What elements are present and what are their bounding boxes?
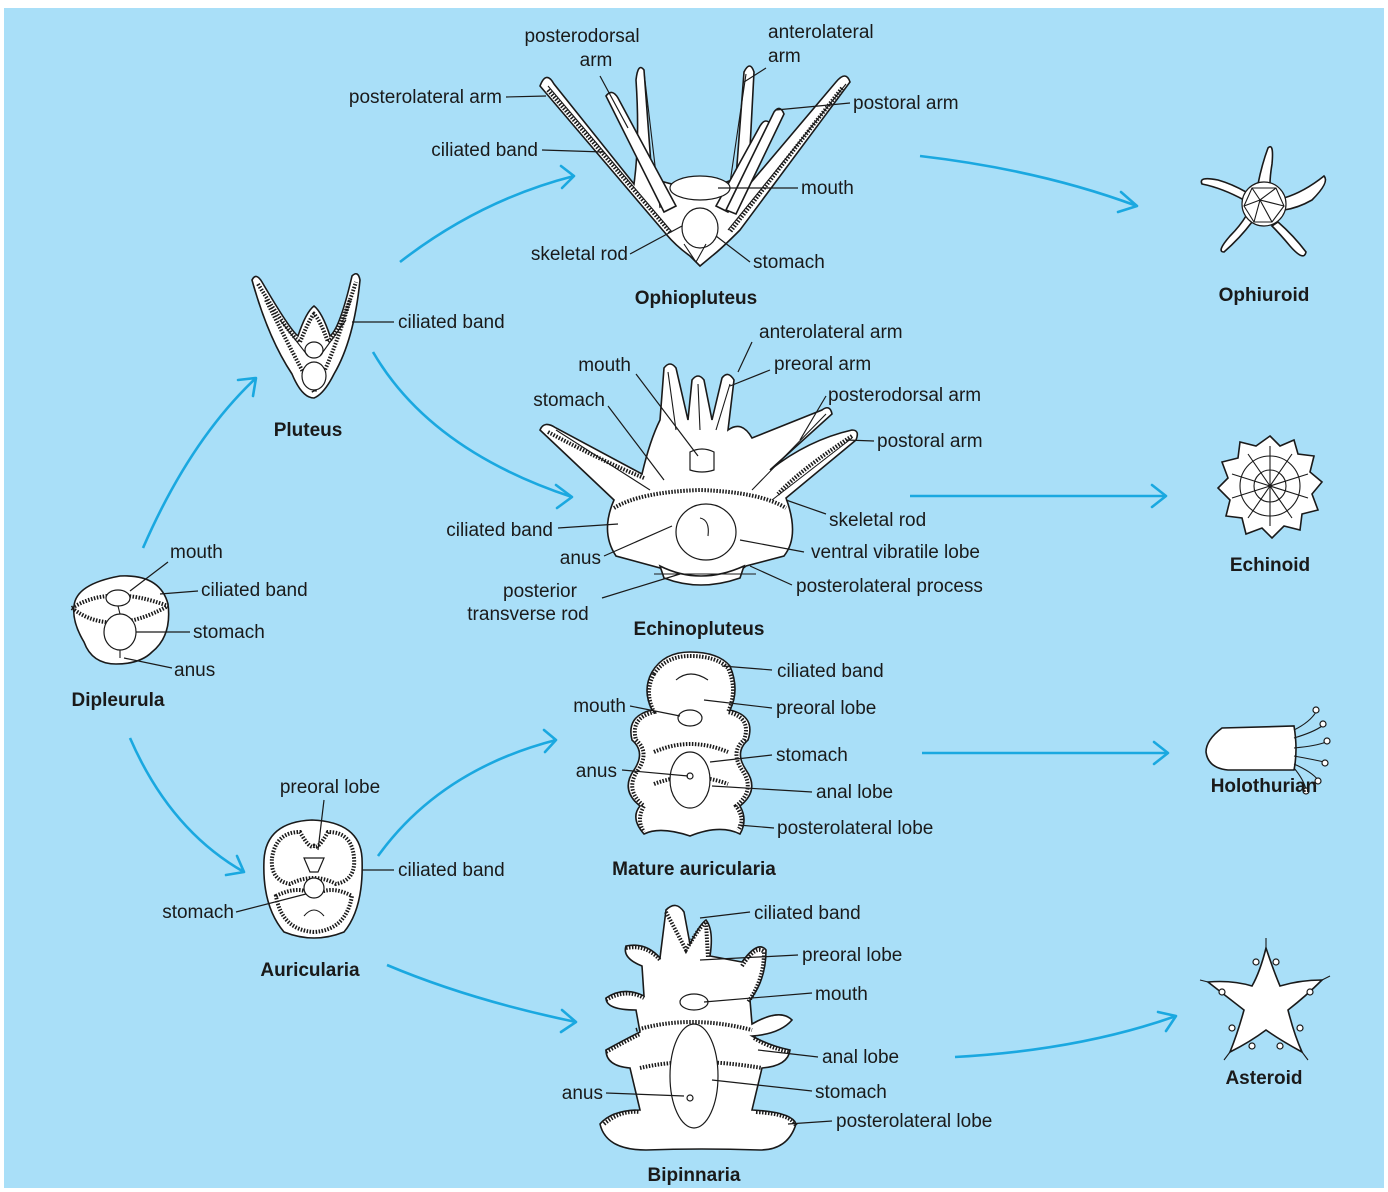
auricularia-larva: preoral lobe ciliated band stomach Auric… — [162, 777, 505, 981]
echinopluteus-mouth-label: mouth — [578, 355, 631, 376]
bipinnaria-anus-label: anus — [562, 1083, 603, 1104]
holothurian-adult: Holothurian — [1206, 707, 1330, 797]
echinopluteus-posterodorsal-arm-label: posterodorsal arm — [828, 385, 981, 406]
arrow-auricularia-to-bipinnaria — [387, 965, 576, 1032]
bipinnaria-posterolateral-lobe-label: posterolateral lobe — [836, 1111, 992, 1132]
auricularia-preoral-lobe-label: preoral lobe — [280, 777, 380, 798]
arrow-bipinnaria-to-asteroid — [955, 1012, 1176, 1057]
arrow-dipleurula-to-auricularia — [130, 738, 244, 875]
echinopluteus-ventral-vibratile-lobe-label: ventral vibratile lobe — [811, 542, 980, 563]
echinopluteus-posterior-transverse-rod-label-line2: transverse rod — [467, 604, 588, 625]
mature-auricularia-anal-lobe-label: anal lobe — [816, 782, 893, 803]
auricularia-drawing — [264, 820, 362, 938]
pluteus-title: Pluteus — [274, 420, 343, 441]
bipinnaria-preoral-lobe-label: preoral lobe — [802, 945, 902, 966]
bipinnaria-anal-lobe-label: anal lobe — [822, 1047, 899, 1068]
echinopluteus-posterior-transverse-rod-label-line1: posterior — [503, 581, 578, 602]
dipleurula-ciliated-band-label: ciliated band — [201, 580, 308, 601]
echinopluteus-anus-label: anus — [560, 548, 601, 569]
dipleurula-stomach-label: stomach — [193, 622, 265, 643]
echinoid-title: Echinoid — [1230, 555, 1310, 576]
bipinnaria-title: Bipinnaria — [648, 1165, 741, 1186]
ophiuroid-drawing — [1201, 147, 1325, 256]
ophiopluteus-mouth-label: mouth — [801, 178, 854, 199]
ophiopluteus-anterolateral-label-line2: arm — [768, 46, 801, 67]
ophiopluteus-title: Ophiopluteus — [635, 288, 757, 309]
ophiopluteus-stomach-label: stomach — [753, 252, 825, 273]
arrow-ophiopluteus-to-ophiuroid — [920, 156, 1137, 212]
ophiopluteus-drawing — [540, 66, 850, 266]
echinopluteus-anterolateral-arm-label: anterolateral arm — [759, 322, 903, 343]
ophiopluteus-ciliated-band-label: ciliated band — [431, 140, 538, 161]
bipinnaria-stomach-label: stomach — [815, 1082, 887, 1103]
dipleurula-larva: mouth ciliated band stomach anus Dipleur… — [72, 542, 308, 711]
mature-auricularia-mouth-label: mouth — [573, 696, 626, 717]
arrow-auricularia-to-mature-auricularia — [378, 730, 556, 856]
asteroid-title: Asteroid — [1225, 1068, 1302, 1089]
dipleurula-anus-label: anus — [174, 660, 215, 681]
echinoid-drawing — [1218, 436, 1322, 538]
asteroid-adult: Asteroid — [1200, 938, 1330, 1089]
ophiopluteus-posterodorsal-label-line2: arm — [580, 50, 613, 71]
echinopluteus-postoral-arm-label: postoral arm — [877, 431, 983, 452]
bipinnaria-ciliated-band-label: ciliated band — [754, 903, 861, 924]
arrow-echinopluteus-to-echinoid — [910, 485, 1166, 507]
mature-auricularia-larva: ciliated band mouth preoral lobe stomach… — [573, 652, 933, 880]
pluteus-ciliated-band-label: ciliated band — [398, 312, 505, 333]
pluteus-larva: ciliated band Pluteus — [252, 274, 505, 441]
dipleurula-title: Dipleurula — [72, 690, 165, 711]
auricularia-ciliated-band-label: ciliated band — [398, 860, 505, 881]
arrow-mature-auricularia-to-holothurian — [922, 742, 1168, 764]
mature-auricularia-anus-label: anus — [576, 761, 617, 782]
ophiopluteus-posterodorsal-label-line1: posterodorsal — [524, 26, 639, 47]
ophiuroid-title: Ophiuroid — [1219, 285, 1310, 306]
auricularia-title: Auricularia — [260, 960, 360, 981]
echinopluteus-skeletal-rod-label: skeletal rod — [829, 510, 926, 531]
mature-auricularia-title: Mature auricularia — [612, 859, 776, 880]
bipinnaria-mouth-label: mouth — [815, 984, 868, 1005]
ophiopluteus-postoral-arm-label: postoral arm — [853, 93, 959, 114]
ophiopluteus-posterolateral-arm-label: posterolateral arm — [349, 87, 502, 108]
ophiopluteus-anterolateral-label-line1: anterolateral — [768, 22, 874, 43]
echinopluteus-preoral-arm-label: preoral arm — [774, 354, 871, 375]
dipleurula-mouth-label: mouth — [170, 542, 223, 563]
echinopluteus-ciliated-band-label: ciliated band — [446, 520, 553, 541]
holothurian-title: Holothurian — [1211, 776, 1318, 797]
dipleurula-drawing — [72, 576, 169, 664]
echinopluteus-title: Echinopluteus — [634, 619, 765, 640]
ophiuroid-adult: Ophiuroid — [1201, 147, 1325, 306]
pluteus-drawing — [252, 274, 360, 398]
bipinnaria-larva: ciliated band preoral lobe mouth anal lo… — [562, 903, 993, 1186]
arrow-dipleurula-to-pluteus — [143, 378, 256, 548]
mature-auricularia-ciliated-band-label: ciliated band — [777, 661, 884, 682]
mature-auricularia-stomach-label: stomach — [776, 745, 848, 766]
mature-auricularia-drawing — [628, 652, 752, 836]
echinopluteus-stomach-label: stomach — [533, 390, 605, 411]
auricularia-stomach-label: stomach — [162, 902, 234, 923]
ophiopluteus-skeletal-rod-label: skeletal rod — [531, 244, 628, 265]
mature-auricularia-preoral-lobe-label: preoral lobe — [776, 698, 876, 719]
asteroid-drawing — [1200, 938, 1330, 1060]
bipinnaria-drawing — [600, 905, 796, 1150]
echinoid-adult: Echinoid — [1218, 436, 1322, 576]
echinopluteus-posterolateral-process-label: posterolateral process — [796, 576, 983, 597]
ophiopluteus-larva: posterodorsal arm anterolateral arm post… — [349, 22, 959, 309]
mature-auricularia-posterolateral-lobe-label: posterolateral lobe — [777, 818, 933, 839]
